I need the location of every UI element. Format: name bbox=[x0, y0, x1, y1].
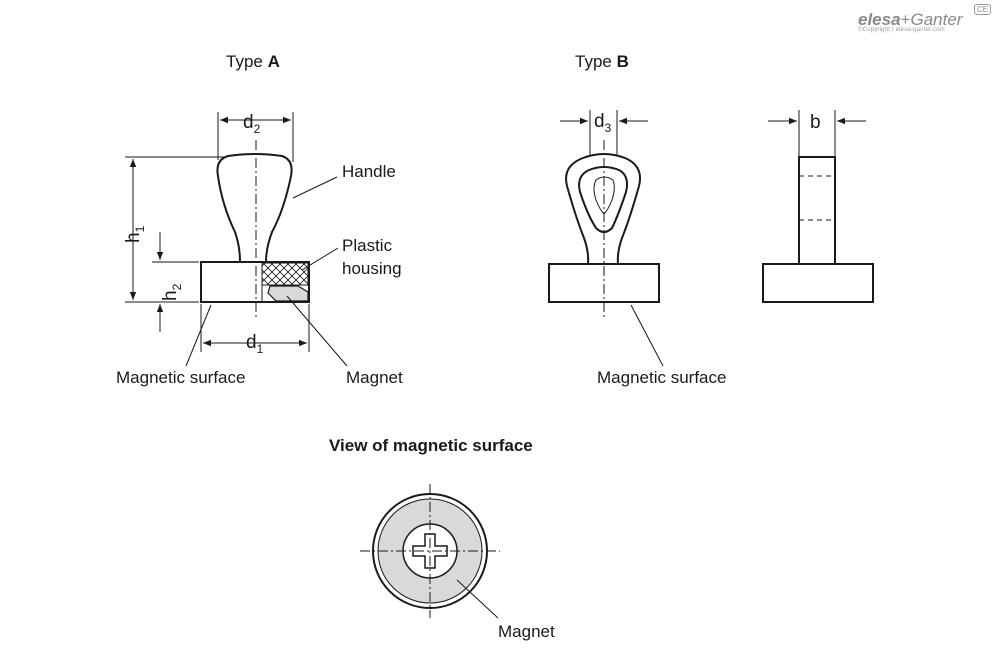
label-view-magnet: Magnet bbox=[498, 622, 555, 641]
dimension-d1: d1 bbox=[200, 304, 310, 356]
type-a-title: Type A bbox=[226, 52, 280, 71]
dim-h2-label: h2 bbox=[160, 283, 184, 301]
type-a-magnet bbox=[267, 285, 309, 302]
dim-h1-label: h1 bbox=[123, 225, 147, 243]
logo-copyright: ©Copyright | elesa-ganter.com bbox=[858, 27, 945, 33]
dim-d2-label: d2 bbox=[243, 112, 261, 136]
magnetic-surface-view: View of magnetic surface Magnet bbox=[329, 436, 555, 641]
logo-brand-secondary: Ganter bbox=[910, 10, 963, 29]
dimension-d2: d2 bbox=[217, 112, 294, 162]
label-handle: Handle bbox=[342, 162, 396, 181]
type-a-figure: Type A d2 h1 h2 bbox=[116, 52, 403, 387]
type-b-handle-opening bbox=[578, 166, 629, 233]
dimension-b: b bbox=[768, 110, 866, 156]
dim-d1-label: d1 bbox=[246, 332, 264, 356]
type-b-side-handle bbox=[798, 156, 836, 265]
label-plastic-housing-line1: Plastic bbox=[342, 236, 393, 255]
ce-mark-icon: CE bbox=[974, 4, 992, 15]
label-type-b-magnetic-surface: Magnetic surface bbox=[597, 368, 726, 387]
dimension-h2: h2 bbox=[152, 232, 199, 332]
logo-brand-primary: elesa bbox=[858, 10, 901, 29]
logo-separator: + bbox=[900, 10, 911, 29]
brand-logo: elesa+Ganter CE ©Copyright | elesa-gante… bbox=[858, 4, 992, 33]
label-type-a-magnetic-surface: Magnetic surface bbox=[116, 368, 245, 387]
view-title: View of magnetic surface bbox=[329, 436, 533, 455]
type-b-front-figure: Type B d3 Magnetic surface bbox=[548, 52, 726, 387]
type-b-side-base bbox=[762, 263, 874, 303]
dim-d3-label: d3 bbox=[594, 111, 612, 135]
dim-b-label: b bbox=[810, 112, 821, 133]
label-type-a-magnet: Magnet bbox=[346, 368, 403, 387]
dimension-h1: h1 bbox=[123, 156, 226, 303]
type-a-handle bbox=[216, 153, 293, 263]
label-plastic-housing-line2: housing bbox=[342, 259, 402, 278]
type-b-side-figure: b bbox=[762, 110, 874, 303]
type-b-title: Type B bbox=[575, 52, 629, 71]
type-a-plastic-housing bbox=[261, 262, 309, 286]
